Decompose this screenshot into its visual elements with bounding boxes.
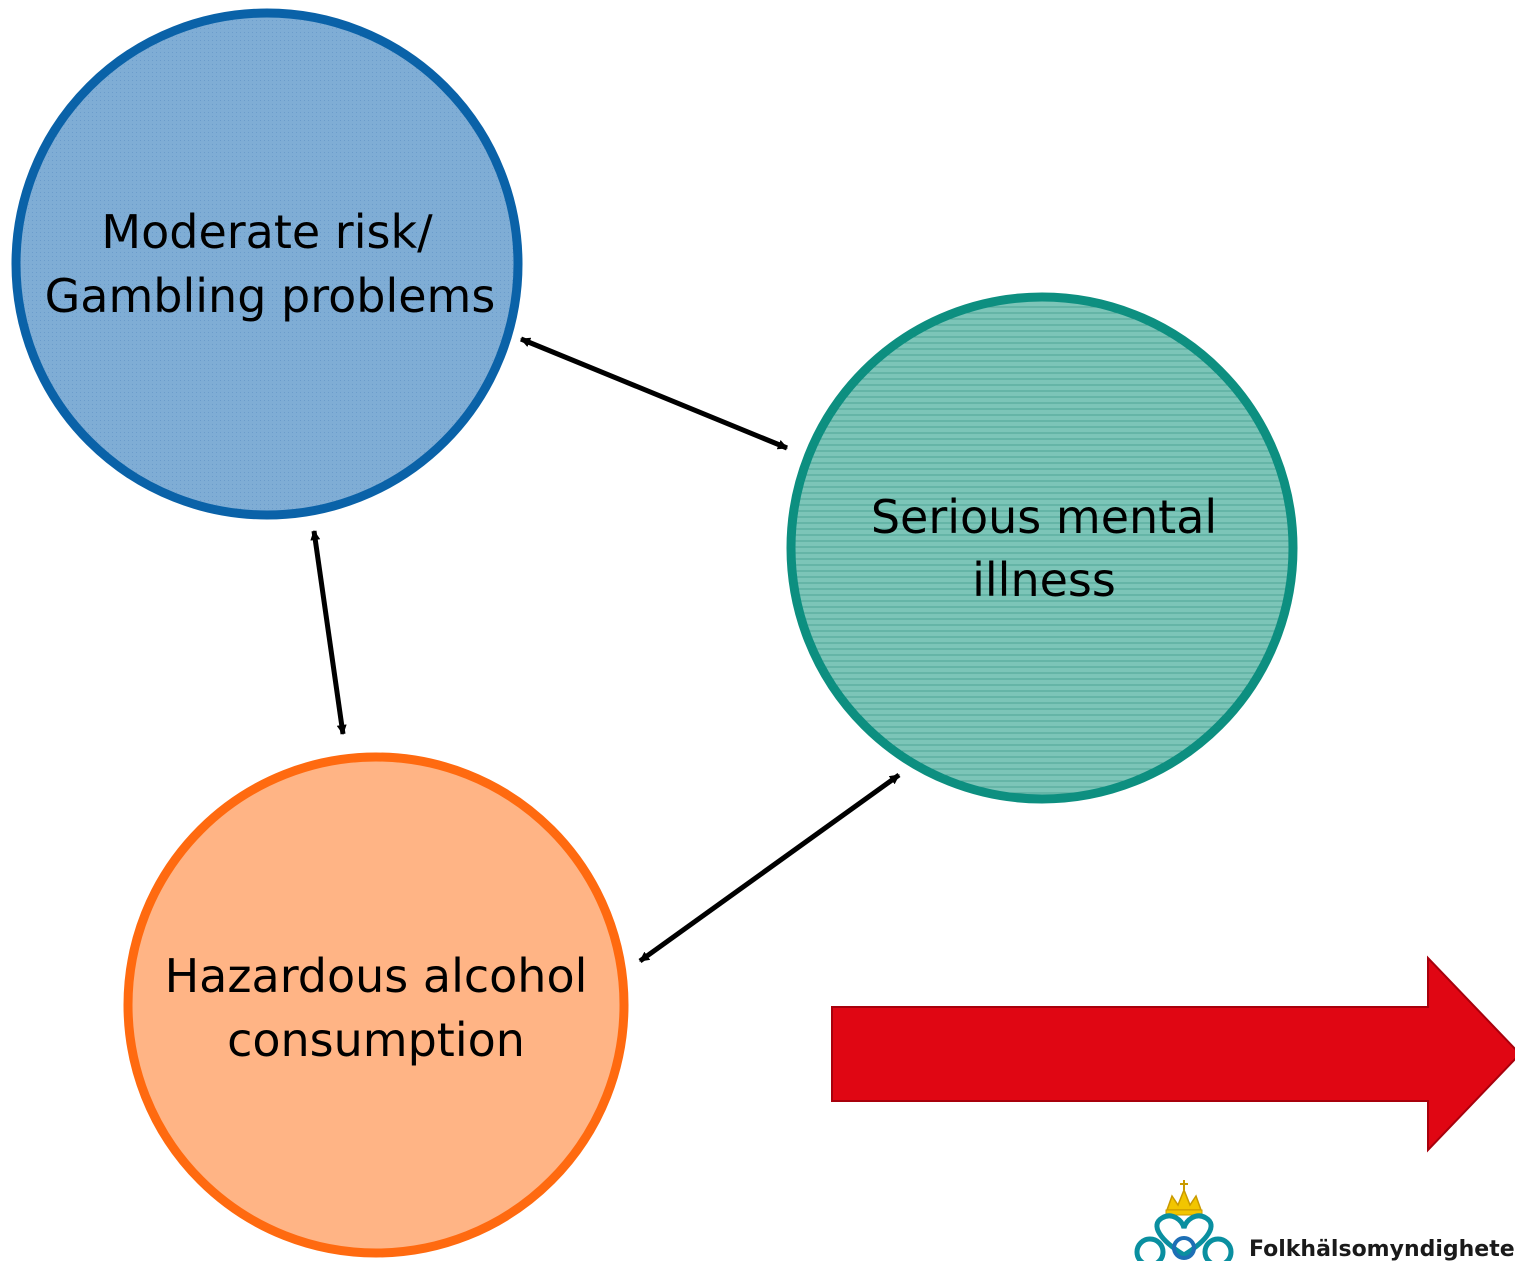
node-alcohol-label-line1: Hazardous alcohol	[165, 949, 588, 1003]
node-hazardous-alcohol: Hazardous alcohol consumption	[123, 752, 629, 1258]
folkhalsomyndigheten-logo: Folkhälsomyndigheten	[1134, 1180, 1515, 1261]
node-alcohol-label-line2: consumption	[227, 1013, 525, 1067]
node-gambling-circle	[11, 8, 523, 520]
node-serious-mental-illness: Serious mental illness	[786, 292, 1298, 804]
node-mental-label-line2: illness	[972, 553, 1116, 607]
node-alcohol-circle	[123, 752, 629, 1258]
node-gambling-problems: Moderate risk/ Gambling problems	[11, 8, 523, 520]
node-mental-label-line1: Serious mental	[871, 490, 1217, 544]
connector-mental-alcohol	[638, 772, 901, 964]
node-gambling-label-line1: Moderate risk/	[101, 205, 433, 259]
connector-gambling-alcohol	[310, 530, 347, 735]
node-mental-circle	[786, 292, 1298, 804]
connector-gambling-mental	[520, 336, 788, 451]
node-gambling-label-line2: Gambling problems	[45, 269, 496, 323]
logo-text: Folkhälsomyndigheten	[1249, 1237, 1515, 1261]
big-red-arrow	[831, 955, 1515, 1153]
crown-heart-knot-icon	[1134, 1180, 1234, 1261]
